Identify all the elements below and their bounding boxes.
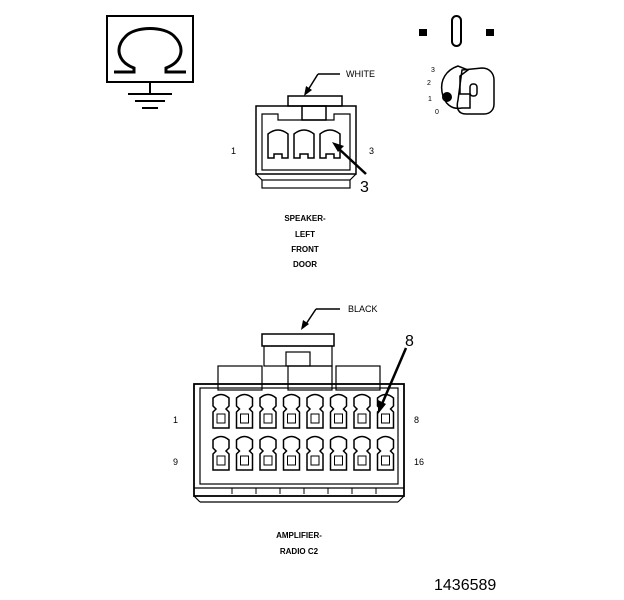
amplifier-callout-number: 8 — [405, 333, 414, 350]
amplifier-cavity-4-terminal — [287, 413, 296, 424]
speaker-connector-color: WHITE — [346, 69, 375, 79]
speaker-connector-name-line-2: LEFT — [295, 230, 315, 239]
speaker-callout-number: 3 — [360, 179, 369, 196]
amplifier-cavity-3 — [259, 393, 277, 429]
amplifier-cavity-9-terminal — [216, 455, 226, 466]
amplifier-cavity-8 — [376, 393, 395, 429]
key-position-0: 0 — [435, 109, 439, 116]
speaker-cavity-1 — [267, 129, 289, 159]
amplifier-cavity-7 — [353, 393, 371, 429]
amplifier-cavity-11 — [259, 435, 277, 471]
speaker-callout-arrow — [337, 147, 367, 175]
amplifier-connector-color: BLACK — [348, 304, 378, 314]
ohmmeter-symbol — [106, 15, 194, 109]
amplifier-cavity-8-terminal — [381, 413, 390, 424]
amplifier-cavity-15-terminal — [357, 455, 367, 466]
key-position-1: 1 — [428, 96, 432, 103]
amplifier-pin-9-label: 9 — [173, 457, 178, 467]
amplifier-cavity-13 — [306, 435, 324, 471]
speaker-cavity-3 — [319, 129, 341, 159]
amplifier-cavity-2-terminal — [240, 413, 249, 424]
amplifier-cavity-10 — [235, 435, 254, 471]
key-position-3: 3 — [431, 67, 435, 74]
amplifier-pin-16-label: 16 — [414, 457, 424, 467]
speaker-connector-name-line-3: FRONT — [291, 245, 319, 254]
amplifier-callout-arrow — [380, 347, 408, 405]
amplifier-cavity-14-terminal — [334, 455, 343, 466]
speaker-pin-left-label: 1 — [231, 146, 236, 156]
amplifier-cavity-3-terminal — [263, 413, 273, 424]
speaker-connector-name-line-1: SPEAKER- — [284, 214, 326, 223]
speaker-cavity-2 — [293, 129, 315, 159]
amplifier-cavity-7-terminal — [357, 413, 367, 424]
amplifier-pin-1-label: 1 — [173, 415, 178, 425]
key-position-2: 2 — [427, 80, 431, 87]
amplifier-cavity-16 — [376, 435, 395, 471]
amplifier-pin-8-label: 8 — [414, 415, 419, 425]
amplifier-cavity-6-terminal — [334, 413, 343, 424]
figure-id: 1436589 — [434, 577, 496, 594]
amplifier-cavity-5 — [306, 393, 324, 429]
amplifier-connector-name-line-1: AMPLIFIER- — [276, 531, 322, 540]
amplifier-cavity-13-terminal — [310, 455, 320, 466]
amplifier-cavity-16-terminal — [381, 455, 390, 466]
amplifier-cavity-12 — [282, 435, 301, 471]
amplifier-connector: BLACK 1 8 9 16 8 AMPLI — [173, 304, 424, 556]
omega-icon — [114, 27, 186, 74]
ignition-key-icon: 3 2 1 0 — [419, 15, 495, 116]
amplifier-cavity-1-terminal — [216, 413, 226, 424]
amplifier-cavity-1 — [212, 393, 230, 429]
speaker-pin-right-label: 3 — [369, 146, 374, 156]
amplifier-cavity-10-terminal — [240, 455, 249, 466]
amplifier-cavity-9 — [212, 435, 230, 471]
amplifier-connector-name-line-2: RADIO C2 — [280, 547, 319, 556]
amplifier-cavity-2 — [235, 393, 254, 429]
amplifier-cavity-grid — [212, 393, 395, 471]
amplifier-cavity-14 — [329, 435, 348, 471]
amplifier-cavity-12-terminal — [287, 455, 296, 466]
amplifier-cavity-5-terminal — [310, 413, 320, 424]
amplifier-cavity-11-terminal — [263, 455, 273, 466]
speaker-connector: WHITE 1 3 3 SPEAKER- LEFT FRONT DOOR — [231, 69, 375, 269]
amplifier-cavity-6 — [329, 393, 348, 429]
amplifier-cavity-4 — [282, 393, 301, 429]
amplifier-cavity-15 — [353, 435, 371, 471]
speaker-connector-name-line-4: DOOR — [293, 260, 317, 269]
